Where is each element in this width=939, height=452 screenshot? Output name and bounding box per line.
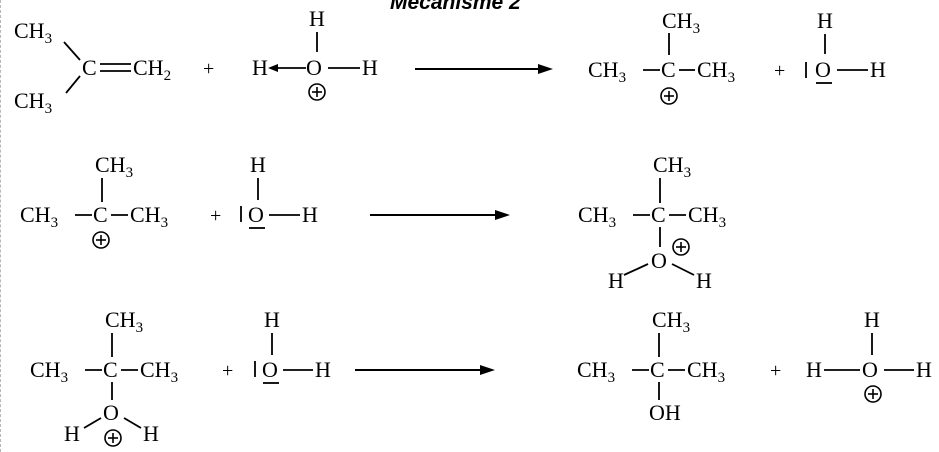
positive-charge-icon [660,87,678,105]
methyl-group-left: CH3 [588,57,626,86]
hydrogen-atom: H [264,307,280,332]
hydrogen-atom: H [608,268,624,293]
central-carbon: C [651,202,666,227]
bond-line [123,417,142,429]
oxygen-atom: O [862,357,878,382]
methyl-group-left: CH3 [20,202,58,231]
methyl-group-left: CH3 [578,202,616,231]
bond-line [671,263,695,276]
plus-sign: + [203,58,214,80]
methyl-group-right: CH3 [688,202,726,231]
row3-reactant-oxonium-ion: CH3 CH3 C CH3 O H H [30,307,178,447]
hydrogen-atom: H [870,57,886,82]
oxygen-atom: O [262,357,278,382]
oxygen-atom: O [651,248,667,273]
bond-line [623,263,649,276]
methyl-group-left: CH3 [30,357,68,386]
page-edge-divider [0,0,1,452]
reaction-arrow [415,64,553,74]
methyl-group-top: CH3 [652,307,690,336]
row2-product-oxonium-ion: CH3 CH3 C CH3 O H H [578,152,726,293]
hydrogen-atom: H [64,421,80,446]
methyl-group-left: CH3 [577,357,615,386]
positive-charge-icon [92,231,110,249]
methyl-group-top: CH3 [653,152,691,181]
bond-line [83,417,102,429]
methyl-group-top: CH3 [14,18,52,47]
row2-reactant-water: H O H [240,152,318,229]
methyl-group-top: CH3 [95,152,133,181]
plus-sign: + [770,360,781,382]
central-carbon: C [93,202,108,227]
row1-product-tert-butyl-cation: CH3 CH3 C CH3 [588,8,735,105]
row1-reactant-hydronium: H H O H [252,6,378,101]
hydrogen-atom: H [916,357,932,382]
positive-charge-icon [104,429,122,447]
reaction-arrow [355,365,495,375]
oxygen-atom: O [103,400,119,425]
hydrogen-atom: H [817,8,833,33]
mechanism-title: Mécanisme 2 [390,0,521,14]
hydrogen-atom: H [302,202,318,227]
methyl-group-right: CH3 [697,57,735,86]
row2-reactant-tert-butyl-cation: CH3 CH3 C CH3 [20,152,168,249]
bond-line [65,75,81,94]
oxygen-atom: O [815,57,831,82]
reaction-arrow [370,210,510,220]
methyl-group-right: CH3 [130,202,168,231]
plus-sign: + [222,360,233,382]
bond-line [63,41,81,61]
row3-product-hydronium: H H O H [806,307,932,403]
central-carbon: C [650,357,665,382]
oxygen-atom: O [248,202,264,227]
row3-product-tert-butanol: CH3 CH3 C CH3 OH [577,307,725,425]
hydrogen-atom: H [250,152,266,177]
hydrogen-atom: H [315,357,331,382]
methyl-group-right: CH3 [140,357,178,386]
hydrogen-atom: H [864,307,880,332]
central-carbon: C [103,357,118,382]
methyl-group-top: CH3 [105,307,143,336]
alkene-carbon: C [82,55,97,80]
hydrogen-atom: H [696,268,712,293]
hydroxyl-group: OH [649,400,681,425]
electron-arrow-head [268,64,278,72]
plus-sign: + [774,60,785,82]
row3-reactant-water: H O H [254,307,331,384]
methyl-group-bottom: CH3 [14,88,52,117]
hydrogen-atom: H [806,357,822,382]
positive-charge-icon [864,385,882,403]
row1-reactant-isobutene: CH3 CH3 C CH2 [14,18,171,117]
positive-charge-icon [672,238,690,256]
central-carbon: C [661,57,676,82]
methylene-group: CH2 [133,55,171,84]
hydrogen-atom: H [143,421,159,446]
hydrogen-atom: H [362,55,378,80]
methyl-group-right: CH3 [687,357,725,386]
plus-sign: + [210,205,221,227]
row1-product-water: H O H [805,8,886,84]
hydrogen-atom: H [252,55,268,80]
hydrogen-atom: H [309,6,325,31]
oxygen-atom: O [306,55,322,80]
positive-charge-icon [308,83,326,101]
methyl-group-top: CH3 [662,8,700,37]
